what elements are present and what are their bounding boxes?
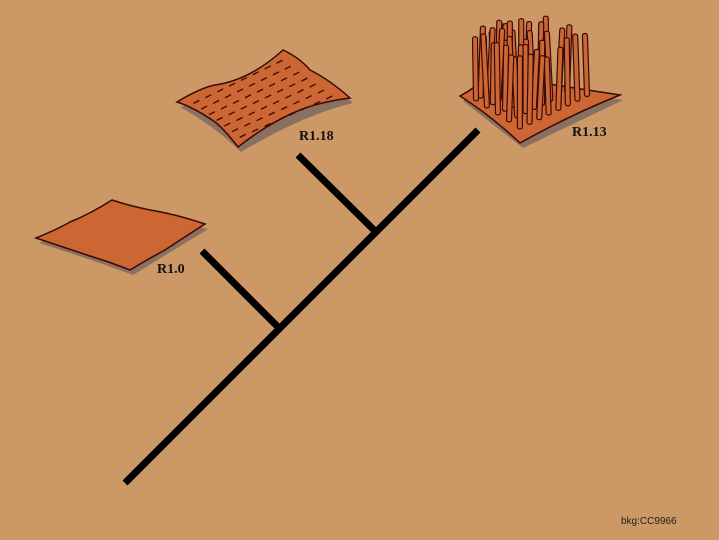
node-label-r1-0: R1.0: [157, 262, 185, 277]
surface-dash: [256, 117, 263, 122]
surface-dash: [212, 99, 220, 104]
surface-pillar: [493, 42, 502, 116]
surface-pillar: [536, 55, 546, 121]
surface-dash: [301, 77, 308, 82]
surface-dash: [293, 100, 300, 105]
surface-dash: [205, 94, 212, 99]
node-label-r1-13: R1.13: [572, 125, 607, 140]
surface-dash: [276, 117, 284, 122]
surface-dash: [264, 94, 272, 99]
surface-dash: [252, 71, 260, 76]
surface-pillar: [581, 32, 591, 98]
surface-dash: [272, 71, 280, 76]
surface-dash: [216, 116, 223, 121]
surface-dash: [260, 105, 268, 110]
surface-dash: [272, 100, 280, 105]
tile-r1-18: [175, 49, 353, 152]
surface-dash: [268, 111, 276, 116]
surface-dash: [305, 94, 312, 100]
trunk-branch: [122, 127, 481, 486]
surface-dash: [236, 116, 243, 122]
surface-dash: [193, 99, 200, 104]
surface-dash: [240, 105, 248, 110]
surface-pillar: [516, 55, 524, 130]
branch-r1-0: [199, 248, 282, 331]
surface-dash: [252, 99, 260, 105]
surface-dash: [276, 88, 284, 93]
surface-dash: [231, 128, 239, 133]
surface-dash: [264, 65, 271, 70]
surface-pillar: [480, 33, 491, 109]
surface-dash: [260, 77, 268, 82]
surface-dash: [276, 59, 283, 64]
surface-dash: [244, 122, 251, 127]
surface-pillar: [572, 33, 581, 102]
surface-dash: [325, 95, 333, 100]
surface-dash: [288, 83, 296, 88]
surface-pillar: [555, 46, 564, 111]
surface-pillar: [563, 37, 571, 107]
surface-dash: [251, 128, 259, 133]
tree-branches: [122, 127, 481, 486]
surface-dash: [208, 111, 216, 116]
surface-dash: [264, 122, 271, 127]
branch-r1-18: [295, 152, 380, 236]
background-color-note: bkg:CC9966: [621, 516, 677, 527]
surface-pillar: [505, 54, 515, 123]
node-label-r1-18: R1.18: [299, 129, 334, 144]
surface-dash: [256, 88, 264, 93]
surface-dash: [301, 106, 308, 111]
surface-dash: [220, 105, 228, 110]
surface-dash: [228, 111, 236, 116]
surface-dash: [313, 100, 321, 106]
tile-r1-13: [458, 15, 623, 148]
surface-dash: [228, 82, 236, 87]
surface-dash: [284, 65, 292, 70]
surface-dash: [309, 83, 316, 88]
surface-dash: [236, 88, 244, 93]
surface-dash: [292, 71, 300, 76]
surface-pillar: [471, 36, 480, 102]
surface-dash: [200, 105, 208, 110]
surface-dash: [285, 94, 292, 99]
surface-dash: [317, 89, 325, 94]
surface-dash: [224, 122, 231, 127]
surface-pillar: [526, 53, 534, 125]
surface-dash: [244, 94, 252, 99]
surface-dash: [288, 111, 296, 117]
surface-dash: [224, 94, 232, 99]
surface-dash: [280, 77, 288, 82]
surface-dash: [268, 82, 276, 88]
surface-dash: [248, 111, 255, 116]
surface-pillar: [543, 56, 552, 116]
surface-dash: [297, 89, 304, 94]
surface-dash: [216, 88, 224, 93]
surface-dash: [232, 99, 240, 104]
surface-dash: [240, 76, 248, 82]
surface-dash: [239, 133, 247, 138]
tile-r1-0: [33, 199, 208, 275]
surface-dash: [280, 106, 288, 111]
surface-dash: [248, 82, 256, 87]
